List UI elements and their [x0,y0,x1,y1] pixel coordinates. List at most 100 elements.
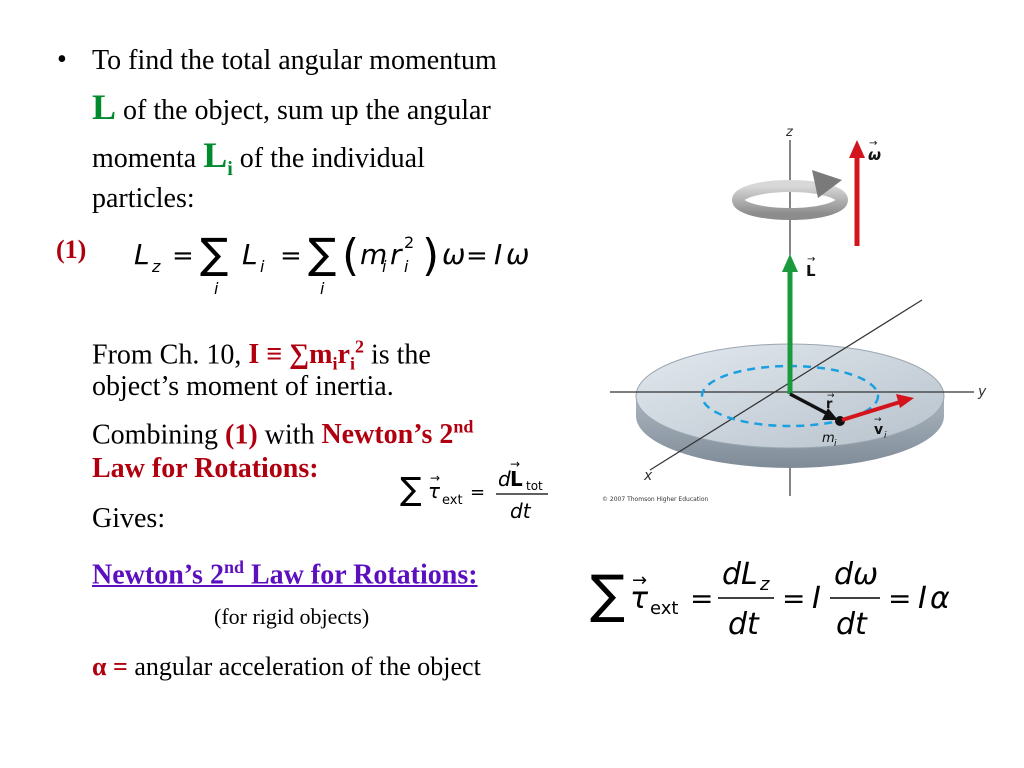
eq1-label: (1) [56,235,87,264]
eq2-equals: = [470,482,485,503]
omega-label: ω [868,146,881,164]
eq1-omega-1: ω [442,238,465,271]
eq1-omega-2: ω [506,238,529,271]
eq1-Li-sub: i [260,257,265,276]
eq1-I: I [494,238,502,271]
eq2-ext: ext [442,493,463,508]
eq3-z-sub: z [759,574,770,595]
omega-arrowhead-icon [849,140,865,158]
equation-3: ∑ τ → ext = dL z dt = I dω dt = I α [590,557,950,642]
r-vector [789,392,829,416]
newton-second-law-ref: Newton’s 2nd [321,417,474,451]
alpha-symbol: α = [92,652,128,681]
eq1-lparen: ( [342,230,359,281]
figure-credit: © 2007 Thomson Higher Education [602,496,708,503]
equation-1: L z = ∑ i L i = ∑ i ( m i r i 2 ) ω = I … [134,229,529,298]
v-arrowhead-icon [896,394,914,408]
eq3-sum: ∑ [590,565,625,625]
eq3-tau: τ [630,581,649,616]
rotating-disk-figure: z ω → y x L → r → m i v → i © 2007 Thoms… [602,125,987,503]
eq2-d: d [498,467,511,491]
eq1-sum-2: ∑ [308,229,336,278]
eq1-r-sub: i [404,257,409,276]
inertia-definition: I ≡ ∑miri2 [248,337,364,374]
x-axis [649,299,923,471]
intro-line-3-post: of the individual [239,143,425,174]
z-axis-label: z [785,125,794,140]
omega-vector-arrow: → [869,138,877,149]
gives-label: Gives: [92,503,166,534]
intro-line-4: particles: [92,183,195,214]
eq3-equals-2: = [782,582,805,615]
alpha-text: angular acceleration of the object [134,652,481,681]
y-axis-label: y [977,384,987,400]
eq2-dt: dt [510,499,532,523]
v-vector-arrow: → [874,415,882,425]
rotation-arrow-icon [732,180,848,220]
alpha-definition: α = angular acceleration of the object [92,650,481,684]
eq1-square: 2 [404,233,414,252]
eq3-domega: dω [834,557,878,592]
eq1-Li: L [242,238,258,271]
moment-line-1-pre: From Ch. 10, [92,339,242,371]
eq1-z-sub: z [151,257,161,276]
equation-2: ∑ τ → ext = d L → tot dt [400,457,548,523]
law-title: Newton’s 2nd Law for Rotations: [92,557,478,591]
eq2-L-arrow: → [510,457,520,471]
eq3-tau-arrow: → [632,570,647,591]
rotation-arrowhead-icon [812,170,842,198]
mass-label: m [822,431,835,446]
eq1-m-sub: i [382,257,387,276]
eq2-tau: τ [428,479,441,503]
moment-line-3-mid: with [264,419,315,451]
moment-line-3-pre: Combining [92,419,219,451]
eq3-ext: ext [650,598,678,619]
moment-line-2: object’s moment of inertia. [92,371,394,402]
eq3-I-1: I [812,581,821,616]
bullet-point: • [57,44,67,75]
eq3-dt-1: dt [728,607,760,642]
moment-line-3: Combining (1) with Newton’s 2nd [92,410,473,452]
eq3-dL: dL [722,557,758,592]
eq1-equals-3: = [466,241,488,271]
v-label: v [874,422,883,438]
L-arrowhead-icon [782,254,798,272]
eq3-equals-3: = [888,582,911,615]
eq1-equals-1: = [172,241,194,271]
eq1-equals-2: = [280,241,302,271]
x-axis-label: x [643,468,653,484]
L-label: L [806,262,816,280]
eq1-sum2-index: i [320,279,325,298]
r-label: r [826,397,833,412]
Li-symbol: Li [203,135,233,181]
mass-sub: i [834,439,837,449]
intro-line-3-pre: momenta [92,143,197,174]
intro-line-2-text: of the object, sum up the angular [123,95,491,126]
r-vector-arrow: → [827,391,835,401]
eq1-sum-1: ∑ [200,229,228,278]
eq2-tau-arrow: → [430,471,440,485]
v-sub: i [884,431,887,441]
moment-line-1: From Ch. 10, I ≡ ∑miri2 is the [92,330,431,381]
eq1-reference: (1) [225,419,258,451]
eq1-r: r [390,238,403,271]
eq1-sum1-index: i [214,279,219,298]
r-arrowhead-icon [822,408,838,420]
intro-line-3: momenta Li of the individual [92,135,425,186]
L-symbol: L [92,87,117,127]
intro-line-1: To find the total angular momentum [92,45,497,76]
eq1-rparen: ) [422,230,439,281]
intro-line-2: L of the object, sum up the angular [92,87,491,128]
eq3-equals-1: = [690,582,713,615]
v-vector [841,400,901,422]
eq1-m: m [360,238,387,271]
eq3-alpha: α [930,581,950,616]
eq2-L: L [510,467,523,491]
moment-line-4: Law for Rotations: [92,453,319,484]
eq1-Lz: L [134,238,150,271]
L-vector-arrow: → [807,254,815,265]
moment-line-1-post: is the [370,339,431,371]
eq3-dt-2: dt [836,607,868,642]
rigid-note: (for rigid objects) [214,604,370,629]
eq2-tot: tot [526,479,543,493]
